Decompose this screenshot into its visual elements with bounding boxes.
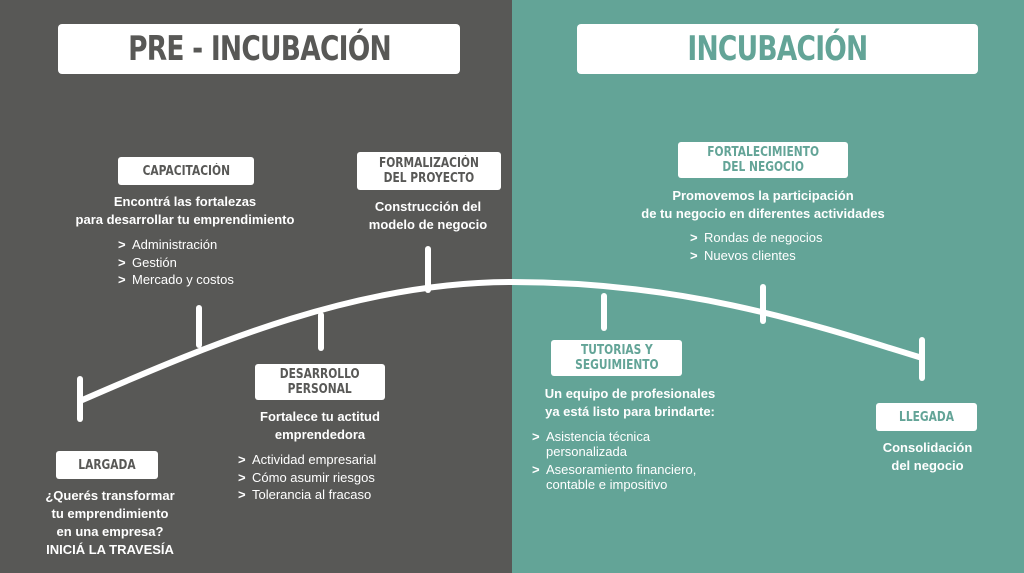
stage-fortalecimiento-desc: Promovemos la participación de tu negoci… <box>641 188 885 221</box>
incubation-title: INCUBACIÓN <box>577 24 978 74</box>
list-item: >Mercado y costos <box>118 272 234 287</box>
list-item: >Cómo asumir riesgos <box>238 469 375 485</box>
stage-desarrollo-label: DESARROLLO PERSONAL <box>255 364 385 400</box>
timeline-curve <box>77 278 925 404</box>
stage-fortalecimiento-list: >Rondas de negocios >Nuevos clientes <box>690 229 890 264</box>
stage-capacitacion-list: >Administración >Gestión >Mercado y cost… <box>118 236 318 289</box>
stage-desarrollo-list: >Actividad empresarial >Cómo asumir ries… <box>238 451 438 504</box>
stage-largada-label: LARGADA <box>56 451 158 479</box>
pre-incubation-title: PRE - INCUBACIÓN <box>58 24 460 74</box>
stage-formalizacion-label: FORMALIZACIÓN DEL PROYECTO <box>357 152 501 190</box>
stage-largada-desc: ¿Querés transformar tu emprendimiento en… <box>45 488 175 557</box>
stage-capacitacion-label: CAPACITACIÓN <box>118 157 254 185</box>
stage-desarrollo-desc: Fortalece tu actitud emprendedora <box>260 409 380 442</box>
stage-tutorias-list: >Asistencia técnica personalizada >Aseso… <box>532 429 752 492</box>
stage-formalizacion-desc: Construcción del modelo de negocio <box>368 199 488 232</box>
stage-capacitacion-desc: Encontrá las fortalezas para desarrollar… <box>75 194 295 227</box>
list-item: >Actividad empresarial <box>238 452 377 467</box>
stage-fortalecimiento-label: FORTALECIMIENTO DEL NEGOCIO <box>678 142 848 178</box>
stage-tutorias-desc: Un equipo de profesionales ya está listo… <box>544 386 716 419</box>
list-item: >Rondas de negocios <box>690 230 823 245</box>
stage-tutorias-label: TUTORIAS Y SEGUIMIENTO <box>551 340 682 376</box>
list-item: >Administración <box>118 237 218 252</box>
list-item: >Tolerancia al fracaso <box>238 487 372 502</box>
stage-llegada-desc: Consolidación del negocio <box>882 440 973 473</box>
list-item: >Nuevos clientes <box>690 247 796 263</box>
list-item: >Gestión <box>118 254 177 270</box>
list-item: >Asesoramiento financiero, contable e im… <box>532 462 697 492</box>
stage-llegada-label: LLEGADA <box>876 403 977 431</box>
list-item: >Asistencia técnica personalizada <box>532 429 651 459</box>
